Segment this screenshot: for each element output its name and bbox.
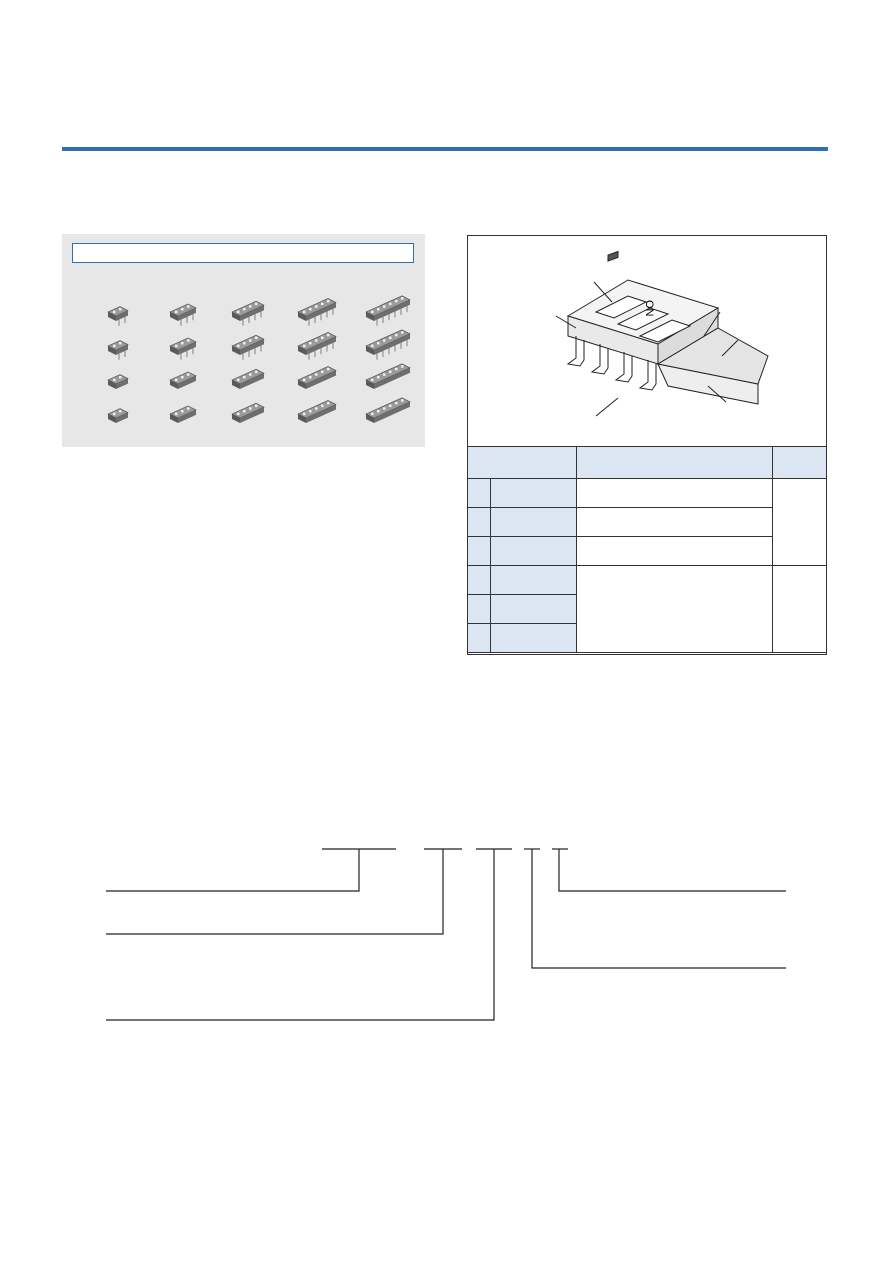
dip-switch-isometric-drawing: ON xyxy=(555,250,769,417)
gallery-title xyxy=(72,243,414,263)
table-row xyxy=(467,507,827,537)
dip-switch-package xyxy=(169,337,197,360)
dip-switch-package xyxy=(231,368,265,389)
part-name xyxy=(489,594,578,624)
dip-switch-package xyxy=(365,329,411,360)
dip-switch-package xyxy=(297,366,337,389)
row-number xyxy=(467,536,491,566)
gallery-drawing xyxy=(107,295,411,423)
part-finish xyxy=(771,478,828,566)
dip-switch-package xyxy=(231,300,265,326)
dip-switch-package xyxy=(231,334,265,360)
part-name xyxy=(489,623,578,653)
leader-field-1 xyxy=(106,849,360,892)
parts-table xyxy=(466,446,828,653)
row-number xyxy=(467,594,491,624)
dip-switch-package xyxy=(231,402,265,423)
header-rule xyxy=(62,147,828,151)
leader-field-3 xyxy=(106,849,495,1021)
dip-switch-package xyxy=(169,303,197,326)
part-name xyxy=(489,478,578,508)
dip-switch-package xyxy=(169,405,197,423)
dip-switch-package xyxy=(365,295,411,326)
dip-switch-package xyxy=(297,298,337,326)
dip-switch-package xyxy=(107,374,129,389)
product-gallery xyxy=(62,234,425,447)
column-header-finish xyxy=(771,446,828,479)
part-finish xyxy=(771,565,828,653)
part-material xyxy=(576,565,773,653)
dip-switch-package xyxy=(365,397,411,423)
construction-panel: ON xyxy=(466,235,828,655)
dip-switch-package xyxy=(107,408,129,423)
table-row xyxy=(467,565,828,653)
leader-field-4 xyxy=(531,849,786,969)
part-material xyxy=(576,536,773,566)
leader-field-5 xyxy=(558,849,786,892)
table-header-row xyxy=(466,446,828,479)
body-marking: ON xyxy=(643,300,655,317)
dip-switch-package xyxy=(365,363,411,389)
table-row xyxy=(467,478,828,566)
table-row xyxy=(467,536,827,566)
row-number xyxy=(467,478,491,508)
table-row xyxy=(467,594,827,624)
dip-switch-package xyxy=(169,371,197,389)
part-name xyxy=(489,536,578,566)
dip-switch-package xyxy=(297,400,337,423)
part-material xyxy=(576,507,773,537)
dip-switch-package xyxy=(297,332,337,360)
column-header-material xyxy=(576,446,773,479)
column-header-part xyxy=(466,446,578,479)
part-name xyxy=(489,565,578,595)
part-name xyxy=(489,507,578,537)
table-row xyxy=(467,623,827,653)
dip-switch-package xyxy=(107,340,129,360)
leader-field-2 xyxy=(106,849,444,935)
dip-switch-package xyxy=(107,306,129,326)
